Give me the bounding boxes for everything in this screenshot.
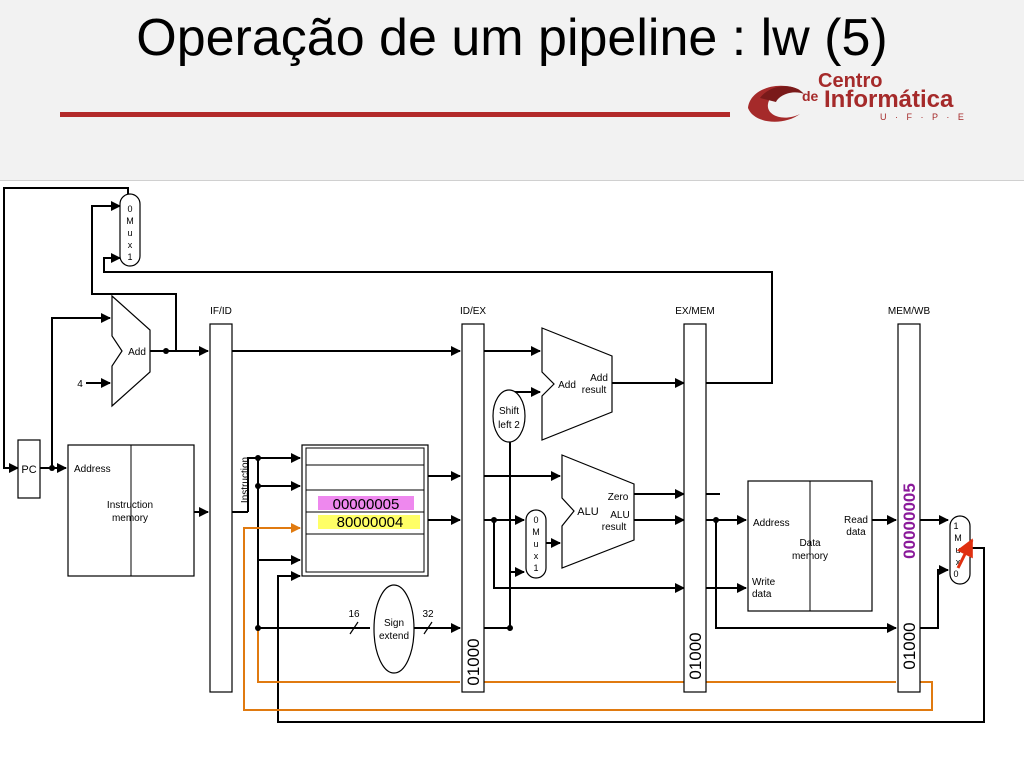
- data-mem-read-label-2: data: [846, 527, 866, 538]
- data-mem-read-label-1: Read: [844, 515, 868, 526]
- sign-extend-out-bits: 32: [422, 609, 434, 620]
- alu-src-mux: [525, 509, 547, 579]
- data-mem-label-2: memory: [792, 551, 828, 562]
- regfile-highlight-pink: [318, 496, 414, 510]
- instruction-bus-label: Instruction: [240, 457, 251, 503]
- shift-left-2-unit: [492, 389, 526, 443]
- if-id-register: [209, 323, 233, 693]
- pc-register: [17, 439, 41, 499]
- mux-top-u: u: [127, 228, 132, 238]
- ex-mem-register: [683, 323, 707, 693]
- regfile-read-data-2: 80000004: [337, 514, 404, 531]
- instr-mem-label-2: memory: [112, 513, 148, 524]
- sign-extend-unit: [373, 584, 415, 674]
- constant-four: 4: [77, 379, 83, 390]
- alu: [561, 454, 635, 569]
- logo-ufpe: U · F · P · E: [880, 112, 967, 122]
- sign-extend-label-1: Sign: [384, 618, 404, 629]
- ex-mem-rd-value: 01000: [686, 632, 705, 679]
- mux-top-m: M: [126, 216, 134, 226]
- mux-top-1: 1: [127, 252, 132, 262]
- logo-swirl-icon: [748, 85, 804, 122]
- regfile-read-data-1: 00000005: [333, 496, 400, 513]
- centro-informatica-logo: Centro de Informática U · F · P · E: [740, 68, 970, 128]
- title-underline: [60, 112, 730, 117]
- data-mem-address-label: Address: [753, 518, 790, 529]
- instr-mem-label-1: Instruction: [107, 500, 153, 511]
- logo-de: de: [802, 88, 819, 104]
- mem-wb-rd-value: 01000: [900, 622, 919, 669]
- if-id-label: IF/ID: [210, 306, 232, 317]
- alu-result-label-1: ALU: [610, 510, 629, 521]
- branch-adder-result-1: Add: [590, 373, 608, 384]
- sign-extend-label-2: extend: [379, 631, 409, 642]
- mux-wb-x: x: [956, 557, 961, 567]
- data-mem-write-label-2: data: [752, 589, 772, 600]
- alu-result-label-2: result: [602, 522, 627, 533]
- mux-wb-0: 0: [953, 569, 958, 579]
- mux-wb-u: u: [955, 545, 960, 555]
- regfile-highlight-yellow: [318, 515, 420, 529]
- mux-select-arrow-icon: [956, 538, 974, 569]
- mux-alu-0: 0: [533, 515, 538, 525]
- mux-wb-1: 1: [953, 521, 958, 531]
- mux-alu-u: u: [533, 539, 538, 549]
- alu-zero-label: Zero: [608, 492, 629, 503]
- slide-title: Operação de um pipeline : lw (5): [136, 9, 888, 67]
- pc-label: PC: [21, 464, 36, 476]
- id-ex-register: [461, 323, 485, 693]
- mux-top-x: x: [128, 240, 133, 250]
- branch-adder-label: Add: [558, 380, 576, 391]
- logo-centro: Centro: [818, 70, 883, 92]
- branch-adder: [541, 327, 613, 441]
- sign-extend-in-bits: 16: [348, 609, 360, 620]
- shift-left-label-1: Shift: [499, 406, 519, 417]
- pc-adder: [111, 294, 151, 408]
- id-ex-rd-value: 01000: [464, 638, 483, 685]
- mem-wb-read-data-value: 00000005: [900, 483, 919, 559]
- pc-source-mux: [119, 193, 141, 267]
- alu-label: ALU: [577, 506, 598, 518]
- shift-left-label-2: left 2: [498, 420, 520, 431]
- pc-adder-label: Add: [128, 347, 146, 358]
- mux-alu-1: 1: [533, 563, 538, 573]
- mux-alu-x: x: [534, 551, 539, 561]
- data-mem-label-1: Data: [799, 538, 821, 549]
- header-background: [0, 0, 1024, 181]
- mem-wb-register: [897, 323, 921, 693]
- mux-wb-m: M: [954, 533, 962, 543]
- instr-mem-address-label: Address: [74, 464, 111, 475]
- mux-top-0: 0: [127, 204, 132, 214]
- mem-wb-label: MEM/WB: [888, 306, 931, 317]
- data-mem-write-label-1: Write: [752, 577, 776, 588]
- mux-alu-m: M: [532, 527, 540, 537]
- write-register-path: [243, 523, 933, 711]
- id-ex-label: ID/EX: [460, 306, 486, 317]
- junction-dots: [49, 348, 719, 631]
- logo-informatica: Informática: [824, 86, 954, 113]
- branch-adder-result-2: result: [582, 385, 607, 396]
- ex-mem-label: EX/MEM: [675, 306, 714, 317]
